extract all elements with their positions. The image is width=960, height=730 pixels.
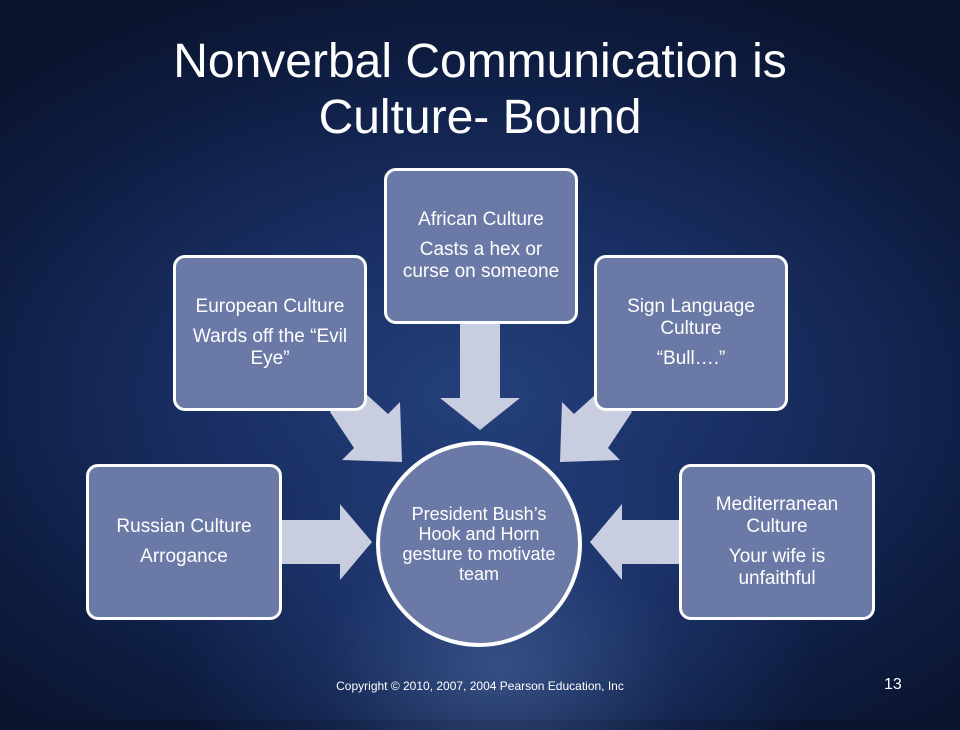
- culture-box-sign-language: Sign Language Culture “Bull….”: [594, 255, 788, 411]
- culture-box-russian: Russian Culture Arrogance: [86, 464, 282, 620]
- culture-meaning: “Bull….”: [656, 348, 726, 369]
- arrow-mediterranean: [590, 504, 680, 580]
- page-number: 13: [884, 676, 902, 693]
- culture-name: Mediterranean Culture: [715, 494, 839, 537]
- culture-meaning: Your wife is unfaithful: [728, 546, 826, 589]
- culture-name: European Culture: [195, 296, 345, 317]
- culture-name: Russian Culture: [116, 516, 252, 537]
- culture-meaning: Casts a hex or curse on someone: [402, 239, 560, 282]
- culture-name: African Culture: [418, 209, 544, 230]
- culture-meaning: Arrogance: [140, 546, 228, 567]
- copyright-footer: Copyright © 2010, 2007, 2004 Pearson Edu…: [336, 679, 624, 693]
- arrow-russian: [282, 504, 372, 580]
- culture-box-african: African Culture Casts a hex or curse on …: [384, 168, 578, 324]
- title-line-1: Nonverbal Communication is: [173, 35, 787, 88]
- title-line-2: Culture- Bound: [318, 91, 642, 144]
- culture-box-mediterranean: Mediterranean Culture Your wife is unfai…: [679, 464, 875, 620]
- culture-name: Sign Language Culture: [627, 296, 755, 339]
- center-text: President Bush’s Hook and Horn gesture t…: [402, 504, 556, 584]
- arrow-african: [440, 322, 520, 430]
- culture-meaning: Wards off the “Evil Eye”: [192, 326, 348, 369]
- center-gesture-circle: President Bush’s Hook and Horn gesture t…: [376, 441, 582, 647]
- culture-box-european: European Culture Wards off the “Evil Eye…: [173, 255, 367, 411]
- slide-title: Nonverbal Communication is Culture- Boun…: [60, 34, 900, 146]
